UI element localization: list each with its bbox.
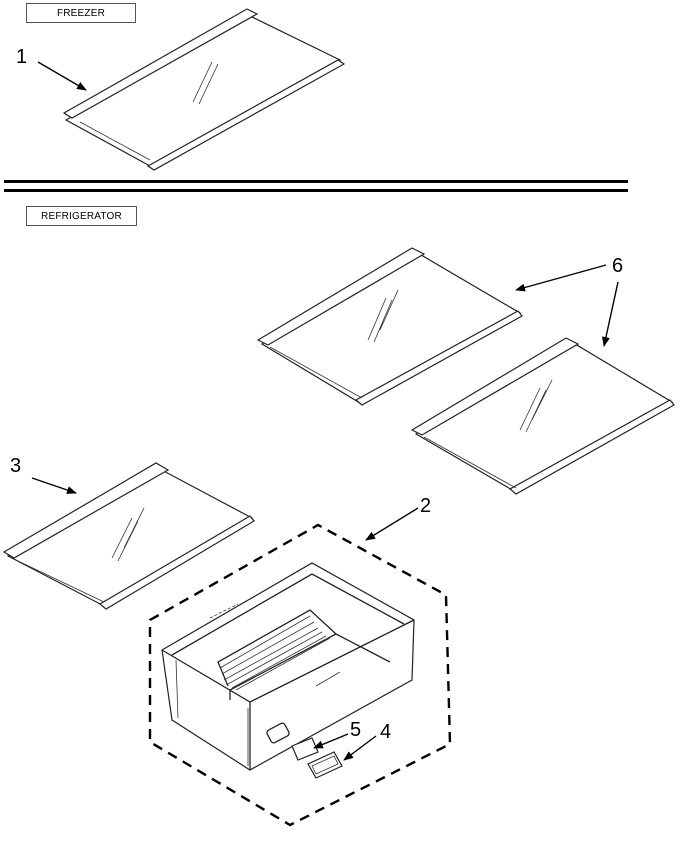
callout-3: 3 (10, 455, 21, 477)
crisper-drawer-assembly (148, 523, 452, 827)
refrigerator-section-label: REFRIGERATOR (26, 206, 137, 226)
callout-5: 5 (350, 719, 361, 741)
callout-1-leader (37, 61, 87, 91)
callout-4: 4 (380, 721, 391, 743)
callout-2-leader (365, 507, 419, 541)
callout-1: 1 (16, 46, 27, 68)
crisper-cover-glass (2, 462, 255, 610)
callout-6-leader-a (515, 264, 607, 292)
callout-2: 2 (420, 495, 431, 517)
section-divider-bottom (4, 189, 628, 192)
freezer-glass-shelf (62, 8, 346, 171)
drawer-label-tab (307, 751, 343, 779)
refrigerator-glass-shelf-lower (410, 337, 675, 495)
callout-6: 6 (612, 255, 623, 277)
refrigerator-glass-shelf-upper (256, 247, 523, 406)
freezer-section-label: FREEZER (26, 3, 136, 23)
callout-5-leader (313, 733, 349, 749)
callout-3-leader (31, 477, 77, 494)
callout-4-leader (343, 735, 377, 761)
section-divider-top (4, 180, 628, 183)
drawer-clip (291, 737, 319, 761)
callout-6-leader-b (602, 281, 619, 347)
